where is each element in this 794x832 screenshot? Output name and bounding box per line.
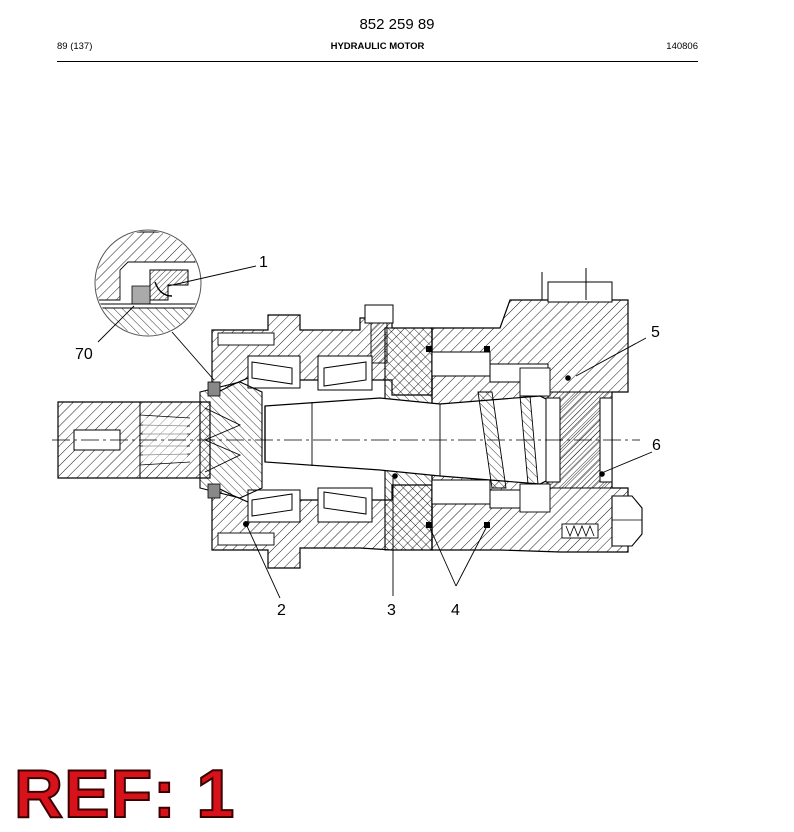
bearings (247, 355, 373, 523)
page-header: 89 (137) HYDRAULIC MOTOR 140806 (57, 41, 698, 57)
header-rule (57, 61, 698, 62)
callout-4: 4 (451, 602, 460, 619)
leader-lines (97, 265, 653, 599)
detail-inset (94, 229, 215, 381)
page-code: 140806 (666, 41, 698, 52)
callout-70: 70 (75, 346, 93, 363)
seals (207, 346, 605, 528)
callout-2: 2 (277, 602, 286, 619)
document-number: 852 259 89 (359, 16, 435, 33)
ref-stamp: REF: 1 (13, 756, 236, 832)
callout-3: 3 (387, 602, 396, 619)
page-reference: 89 (137) (57, 41, 93, 52)
callout-5: 5 (651, 324, 660, 341)
page-title: HYDRAULIC MOTOR (330, 41, 425, 52)
callout-6: 6 (652, 437, 661, 454)
callout-1: 1 (259, 254, 268, 271)
